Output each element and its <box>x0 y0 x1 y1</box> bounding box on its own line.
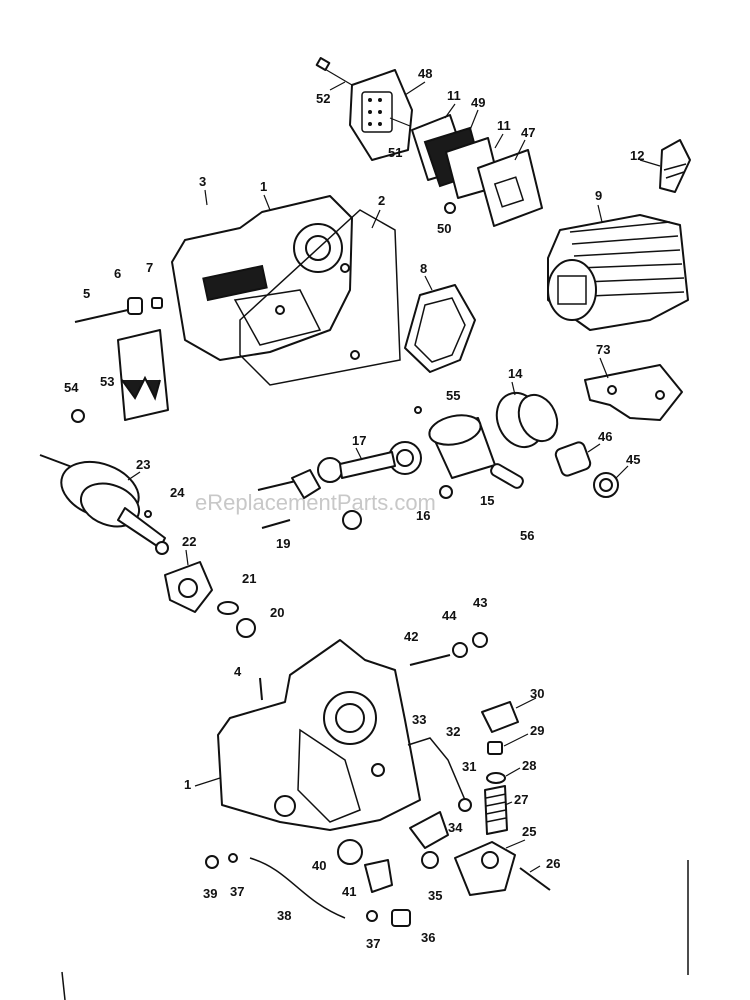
callout-39: 39 <box>203 886 217 901</box>
callout-29: 29 <box>530 723 544 738</box>
callout-32: 32 <box>446 724 460 739</box>
callout-7: 7 <box>146 260 153 275</box>
connecting-rod <box>257 441 422 530</box>
callout-11: 11 <box>497 118 511 133</box>
callout-12: 12 <box>630 148 644 163</box>
callout-labels: 52 48 11 49 11 47 51 50 12 3 1 2 9 6 5 7… <box>64 66 644 951</box>
callout-28: 28 <box>522 758 536 773</box>
callout-6: 6 <box>114 266 121 281</box>
callout-56: 56 <box>520 528 534 543</box>
callout-16: 16 <box>416 508 430 523</box>
callout-8: 8 <box>420 261 427 276</box>
callout-14: 14 <box>508 366 523 381</box>
callout-11: 11 <box>447 88 461 103</box>
callout-55: 55 <box>446 388 460 403</box>
callout-38: 38 <box>277 908 291 923</box>
callout-73: 73 <box>596 342 610 357</box>
callout-24: 24 <box>170 485 185 500</box>
callout-31: 31 <box>462 759 476 774</box>
bolts-left <box>71 297 169 423</box>
callout-9: 9 <box>595 188 602 203</box>
callout-5: 5 <box>83 286 90 301</box>
callout-46: 46 <box>598 429 612 444</box>
crankcase-upper <box>171 195 401 386</box>
air-filter-assembly <box>315 57 543 227</box>
piston-assembly <box>414 391 619 499</box>
callout-27: 27 <box>514 792 528 807</box>
callout-41: 41 <box>342 884 356 899</box>
callout-22: 22 <box>182 534 196 549</box>
callout-50: 50 <box>437 221 451 236</box>
callout-3: 3 <box>199 174 206 189</box>
crankshaft <box>39 454 169 555</box>
stud-nuts <box>409 632 488 666</box>
callout-49: 49 <box>471 95 485 110</box>
callout-35: 35 <box>428 888 442 903</box>
callout-45: 45 <box>626 452 640 467</box>
callout-53: 53 <box>100 374 114 389</box>
callout-37: 37 <box>230 884 244 899</box>
plate <box>584 364 683 421</box>
callout-26: 26 <box>546 856 560 871</box>
callout-1: 1 <box>184 777 191 792</box>
callout-52: 52 <box>316 91 330 106</box>
cylinder <box>547 214 689 331</box>
callout-23: 23 <box>136 457 150 472</box>
gasket <box>404 284 476 373</box>
callout-43: 43 <box>473 595 487 610</box>
callout-19: 19 <box>276 536 290 551</box>
callout-21: 21 <box>242 571 256 586</box>
callout-1: 1 <box>260 179 267 194</box>
callout-4: 4 <box>234 664 242 679</box>
watermark: eReplacementParts.com <box>195 490 436 515</box>
callout-40: 40 <box>312 858 326 873</box>
crankcase-lower <box>217 639 472 849</box>
callout-25: 25 <box>522 824 536 839</box>
callout-48: 48 <box>418 66 432 81</box>
callout-36: 36 <box>421 930 435 945</box>
leader-lines <box>127 81 661 873</box>
callout-2: 2 <box>378 193 385 208</box>
callout-37: 37 <box>366 936 380 951</box>
callout-15: 15 <box>480 493 494 508</box>
oil-pump-parts <box>205 701 551 927</box>
callout-34: 34 <box>448 820 463 835</box>
callout-44: 44 <box>442 608 457 623</box>
callout-17: 17 <box>352 433 366 448</box>
callout-54: 54 <box>64 380 79 395</box>
callout-47: 47 <box>521 125 535 140</box>
callout-30: 30 <box>530 686 544 701</box>
callout-33: 33 <box>412 712 426 727</box>
spark-plug <box>659 139 691 193</box>
callout-42: 42 <box>404 629 418 644</box>
callout-51: 51 <box>388 145 402 160</box>
callout-20: 20 <box>270 605 284 620</box>
